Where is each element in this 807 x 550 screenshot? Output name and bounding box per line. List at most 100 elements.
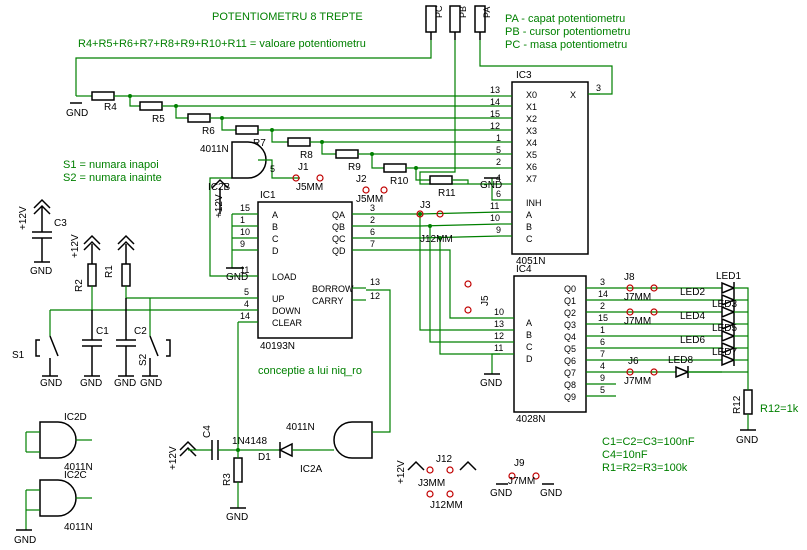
s1-gnd: GND <box>40 378 62 389</box>
ic3-pin-x0: X0 <box>526 90 537 100</box>
ic1-pinnum: 15 <box>240 203 250 213</box>
ic1-pin-carry: CARRY <box>312 296 343 306</box>
ic4-pinnum: 4 <box>600 361 605 371</box>
r12-resistor: R12 GND <box>732 384 758 446</box>
ic3-pinnum: 12 <box>490 121 500 131</box>
ic4-pinnum: 5 <box>600 385 605 395</box>
c2-gnd: GND <box>114 378 136 389</box>
values-caps: C1=C2=C3=100nF <box>602 436 695 448</box>
r6-label: R6 <box>202 126 215 137</box>
j7-sub: J7MM <box>624 316 651 327</box>
r2-label: R2 <box>74 279 85 292</box>
ic1-pin-qa: QA <box>332 210 345 220</box>
ic4-pinnum: 9 <box>600 373 605 383</box>
jumper-j9[interactable]: J9 J7MM GND GND <box>490 458 562 499</box>
connector-pb-label: PB <box>458 6 468 18</box>
ic4-pin-q8: Q8 <box>564 380 576 390</box>
ic3-pinnum: 1 <box>496 133 501 143</box>
ic4-pin-d: D <box>526 354 533 364</box>
led5-label: LED5 <box>712 323 737 334</box>
c2-capacitor: C2 GND <box>114 298 147 389</box>
ic1-pin-qd: QD <box>332 246 346 256</box>
j3-label: J3 <box>420 200 431 211</box>
j12-vcc: +12V <box>396 460 407 484</box>
ic4-pin-q7: Q7 <box>564 368 576 378</box>
j12-sub2: J12MM <box>430 500 463 511</box>
ic1-pin-up: UP <box>272 294 285 304</box>
ic1-pin-load: LOAD <box>272 272 297 282</box>
ic3-pinnum: 11 <box>490 201 499 211</box>
ic4-pin-q0: Q0 <box>564 284 576 294</box>
j9-sub: J7MM <box>508 476 535 487</box>
gnd-symbol: GND <box>66 102 88 119</box>
j3-sub: J12MM <box>420 234 453 245</box>
resistor-chain: R4 R5 R6 R7 R8 R9 R10 R11 <box>76 91 469 199</box>
ic1-pin-down: DOWN <box>272 306 301 316</box>
j6-label: J6 <box>628 356 639 367</box>
r3-gnd: GND <box>226 512 248 523</box>
r8-label: R8 <box>300 150 313 161</box>
s2-gnd: GND <box>140 378 162 389</box>
ic2c-gate: IC2C 4011N GND <box>14 470 93 546</box>
switch-s1[interactable]: S1 GND <box>12 310 62 389</box>
ic4-pinnum: 3 <box>600 277 605 287</box>
jumper-j1[interactable]: J1 J5MM <box>292 162 324 193</box>
led4-label: LED4 <box>680 311 705 322</box>
gnd-ic1: GND <box>226 267 248 283</box>
ic3-name: IC3 <box>516 70 532 81</box>
led2-label: LED2 <box>680 287 705 298</box>
ic4-part: 4028N <box>516 414 545 425</box>
ic2d-gate: IC2D 4011N <box>25 412 93 473</box>
r12-value: R12=1k <box>760 403 799 415</box>
jumper-j2[interactable]: J2 J5MM <box>356 174 388 205</box>
switch-s2[interactable]: S2 GND <box>138 298 171 389</box>
ic3-pinnum: 14 <box>490 97 500 107</box>
r7-label: R7 <box>253 138 266 149</box>
gnd-ic3: GND <box>480 177 502 201</box>
ic4-pin-q5: Q5 <box>564 344 576 354</box>
c3-label: C3 <box>54 218 67 229</box>
ic1-pinnum: 6 <box>370 227 375 237</box>
connector-pc-label: PC <box>434 5 444 18</box>
connector-pc[interactable]: PC <box>425 5 444 40</box>
ic3-pinnum: 3 <box>596 83 601 93</box>
ic4-pinnum: 11 <box>494 343 503 353</box>
jumper-j7-row[interactable]: J7MM <box>624 308 658 327</box>
ic1-pin-b: B <box>272 222 278 232</box>
gnd-ic1-label: GND <box>226 272 248 283</box>
jumper-j6[interactable]: J6 J7MM <box>624 356 658 387</box>
ic4-pin-c: C <box>526 342 533 352</box>
ic3-pinnum: 6 <box>496 189 501 199</box>
schematic-title: POTENTIOMETRU 8 TREPTE <box>212 11 363 23</box>
ic3-pin-inh: INH <box>526 198 542 208</box>
ic3-pin-x2: X2 <box>526 114 537 124</box>
ic3-pin-x4: X4 <box>526 138 537 148</box>
ic1-pinnum: 13 <box>370 277 380 287</box>
note-s1: S1 = numara inapoi <box>63 159 159 171</box>
jumper-j12[interactable]: J12 J3MM J12MM +12V <box>396 454 477 511</box>
ic1-pinnum: 1 <box>240 215 245 225</box>
r9-label: R9 <box>348 162 361 173</box>
jumper-j3[interactable]: J3 J12MM <box>416 200 453 245</box>
c2-label: C2 <box>134 326 147 337</box>
ic3-pinnum: 9 <box>496 225 501 235</box>
jumper-j5[interactable]: J5 <box>464 280 491 314</box>
ic4-pin-q3: Q3 <box>564 320 576 330</box>
ic1-pinnum: 2 <box>370 215 375 225</box>
connector-pb[interactable]: PB <box>449 5 468 40</box>
legend-pa: PA - capat potentiometru <box>505 13 625 25</box>
values-c4: C4=10nF <box>602 449 648 461</box>
ic4-pinnum: 14 <box>598 289 608 299</box>
connector-pa[interactable]: PA <box>474 5 492 40</box>
led1-label: LED1 <box>716 271 741 282</box>
ic4-pin-q9: Q9 <box>564 392 576 402</box>
ic2b-pin: 5 <box>270 164 275 174</box>
note-s2: S2 = numara inainte <box>63 172 162 184</box>
ic1-pinnum: 11 <box>240 265 249 275</box>
ic3-pin-x: X <box>570 90 576 100</box>
c3-vcc: +12V <box>18 206 29 230</box>
ic4-name: IC4 <box>516 264 532 275</box>
ic1-pinnum: 10 <box>240 227 250 237</box>
jumper-j8[interactable]: J8 J7MM <box>624 272 658 303</box>
